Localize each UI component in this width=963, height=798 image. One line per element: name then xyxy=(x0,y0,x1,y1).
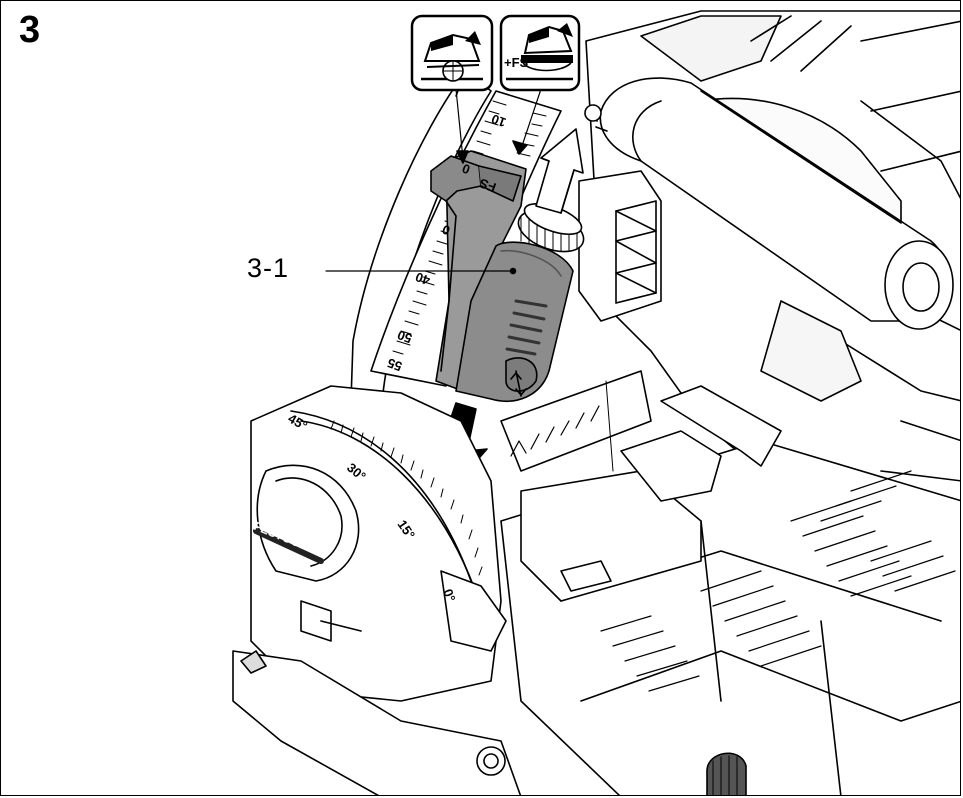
depth-label-fs: FS xyxy=(477,175,498,195)
callout-label-depth-stop: 3-1 xyxy=(247,253,290,283)
depth-label-40: 40 xyxy=(413,269,432,288)
base-plate-left xyxy=(232,650,522,795)
depth-label-0b: 0 xyxy=(440,222,452,239)
saw-on-guide-rail-icon: +FS xyxy=(499,14,581,92)
lower-guard xyxy=(520,380,782,602)
icon-leaders xyxy=(455,88,542,164)
figure-number: 3 xyxy=(19,9,41,51)
bevel-bracket xyxy=(250,385,507,702)
depth-scale-labels: 10 0 FS 0 40 50 55 xyxy=(385,111,508,374)
saw-without-guide-rail-icon xyxy=(410,14,494,92)
slider-grip xyxy=(455,241,574,402)
arrow-up xyxy=(535,128,584,214)
callout-dot xyxy=(509,267,517,275)
housing-panel xyxy=(578,170,662,322)
main-handle xyxy=(584,77,954,330)
bevel-label-0: 0° xyxy=(440,587,458,604)
locking-knob xyxy=(517,202,585,253)
depth-label-10: 10 xyxy=(489,111,508,130)
saw-blade xyxy=(500,370,652,472)
depth-label-55: 55 xyxy=(385,355,404,374)
depth-label-50: 50 xyxy=(395,327,414,346)
mode-icons: +FS xyxy=(410,14,581,92)
depth-label-0: 0 xyxy=(460,161,472,178)
rail-mode-label: +FS xyxy=(504,55,529,70)
